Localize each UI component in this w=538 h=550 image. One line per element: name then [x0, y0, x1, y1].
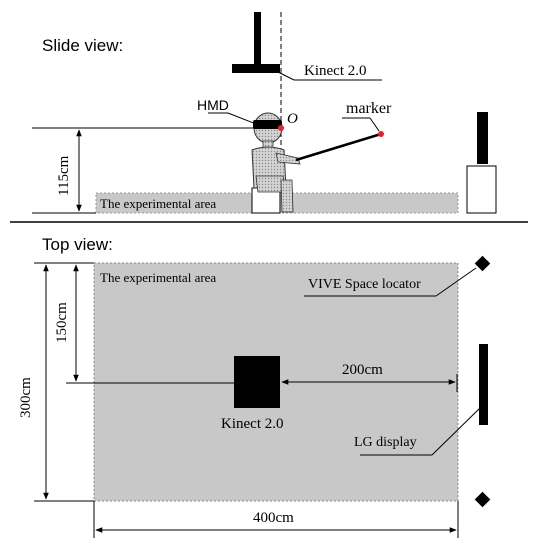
hmd-device: [253, 120, 282, 129]
user-lower-leg: [280, 179, 294, 213]
kinect-leader: [275, 70, 295, 81]
side-kinect-label: Kinect 2.0: [304, 63, 366, 79]
origin-dot: [278, 125, 284, 131]
top-area-label: The experimental area: [100, 270, 216, 285]
kinect-pole: [254, 12, 261, 68]
side-display-panel: [477, 112, 488, 164]
hmd-label: HMD: [197, 97, 229, 113]
vive-locator-bottom: [474, 491, 491, 508]
height-label: 115cm: [56, 155, 72, 196]
vive-locator-top: [474, 255, 491, 272]
hmd-leader-diag: [227, 112, 257, 125]
kinect-side-device: [232, 64, 280, 73]
top-view-title: Top view:: [42, 235, 113, 254]
side-display-stand: [466, 165, 497, 214]
locator-leader-diag: [435, 267, 477, 297]
pointer-stick: [295, 132, 382, 162]
origin-label: O: [287, 111, 298, 127]
depth-label: 150cm: [54, 302, 70, 343]
locator-label: VIVE Space locator: [308, 277, 421, 292]
user-arm: [275, 152, 301, 165]
marker-leader-diag: [369, 117, 380, 132]
top-kinect-label: Kinect 2.0: [221, 416, 283, 432]
marker-dot: [378, 131, 384, 137]
distance-label: 200cm: [342, 362, 383, 378]
display-label: LG display: [354, 435, 417, 450]
width-label: 400cm: [253, 510, 294, 526]
marker-label: marker: [346, 100, 392, 117]
display-leader-diag: [431, 407, 481, 456]
full-depth-label: 300cm: [18, 377, 34, 418]
side-area-label: The experimental area: [100, 196, 216, 211]
top-lg-display: [479, 344, 488, 425]
side-view-title: Slide view:: [42, 36, 123, 55]
top-kinect-device: [234, 356, 280, 408]
